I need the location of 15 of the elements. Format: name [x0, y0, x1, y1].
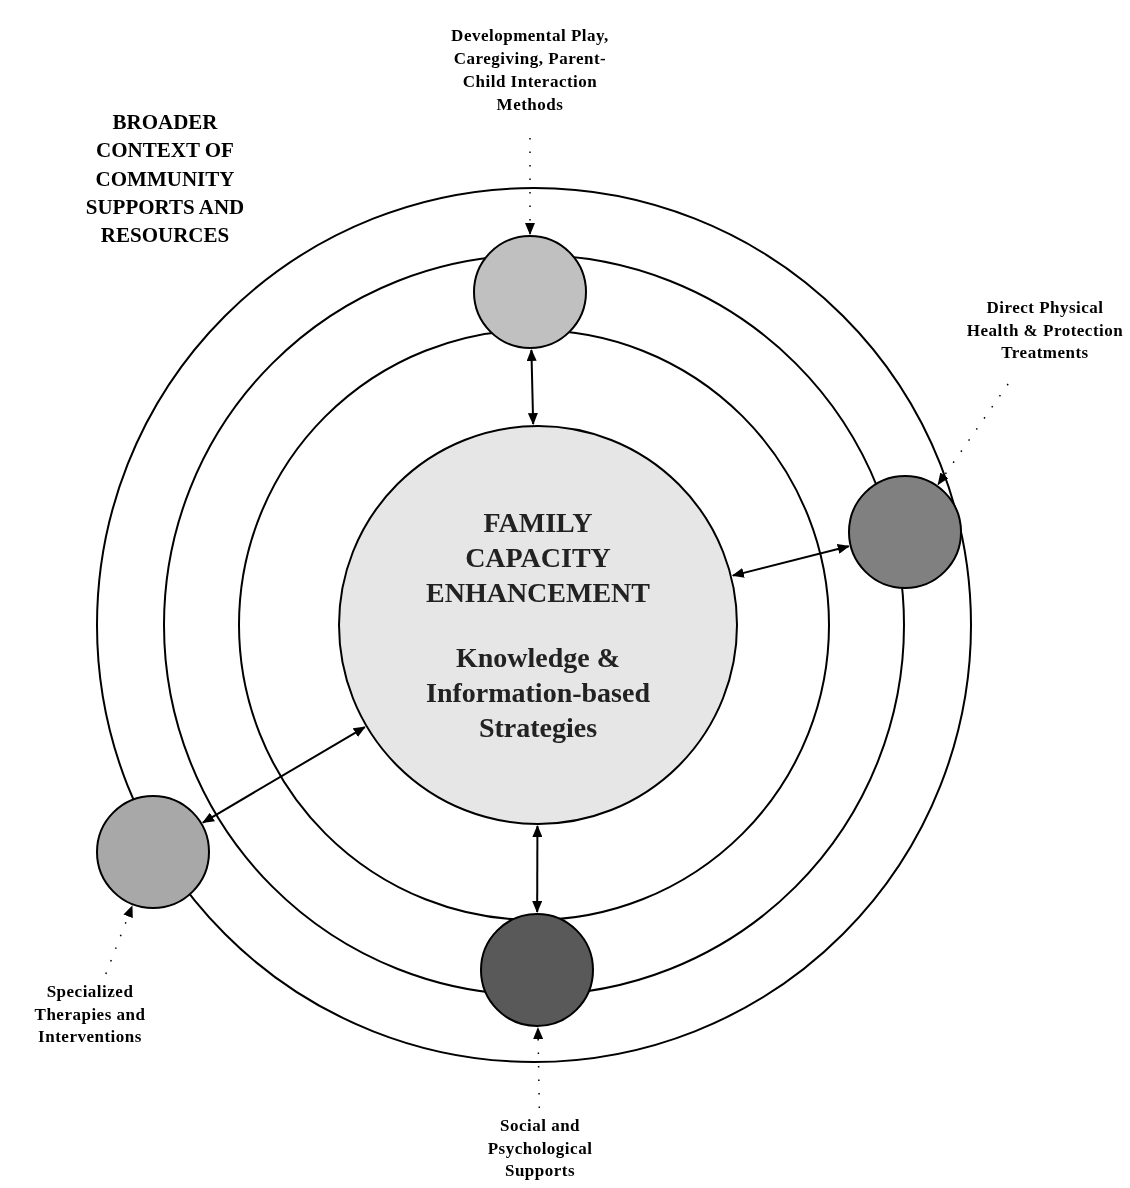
- dotted-arrow: [533, 1027, 544, 1109]
- callout-text: Direct Physical Health & Protection Treatments: [962, 282, 1128, 380]
- dotted-arrow: [105, 905, 133, 975]
- double-arrow: [731, 544, 850, 578]
- double-arrow: [532, 825, 543, 913]
- callout-text: Developmental Play, Caregiving, Parent-Child Interaction Methods: [440, 8, 620, 134]
- callout-text: Social and Psychological Supports: [455, 1112, 625, 1186]
- circle-heading: FAMILY CAPACITY ENHANCEMENT: [425, 506, 651, 610]
- double-arrow: [201, 726, 366, 824]
- callout-text: Specialized Therapies and Interventions: [10, 978, 170, 1052]
- dotted-arrow: [937, 383, 1009, 486]
- circle-subtitle: Knowledge & Information-based Strategies: [425, 641, 651, 745]
- context-heading: BROADER CONTEXT OF COMMUNITY SUPPORTS AND RESOURCES: [84, 109, 246, 250]
- double-arrow: [526, 349, 538, 426]
- dotted-arrow: [525, 137, 535, 235]
